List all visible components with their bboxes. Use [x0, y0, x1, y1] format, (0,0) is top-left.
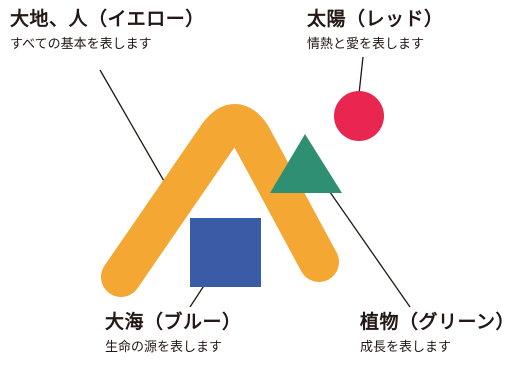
sun-label: 太陽（レッド） 情熱と愛を表します — [307, 8, 444, 53]
sea-square — [190, 218, 261, 287]
sea-title: 大海（ブルー） — [105, 311, 242, 333]
plant-description: 成長を表します — [360, 340, 452, 355]
connector-earth — [99, 69, 173, 196]
earth-label: 大地、人（イエロー） すべての基本を表します — [10, 8, 205, 53]
sun-title: 太陽（レッド） — [307, 8, 444, 30]
sun-description: 情熱と愛を表します — [307, 37, 425, 52]
earth-title: 大地、人（イエロー） — [10, 8, 205, 30]
sun-circle — [334, 91, 384, 141]
connector-sun — [358, 56, 364, 95]
plant-triangle — [270, 134, 342, 193]
plant-label: 植物（グリーン） 成長を表します — [360, 311, 515, 356]
sea-description: 生命の源を表します — [105, 340, 223, 355]
earth-shape — [101, 104, 339, 297]
sea-label: 大海（ブルー） 生命の源を表します — [105, 311, 242, 356]
plant-title: 植物（グリーン） — [360, 311, 516, 333]
earth-description: すべての基本を表します — [10, 37, 152, 52]
